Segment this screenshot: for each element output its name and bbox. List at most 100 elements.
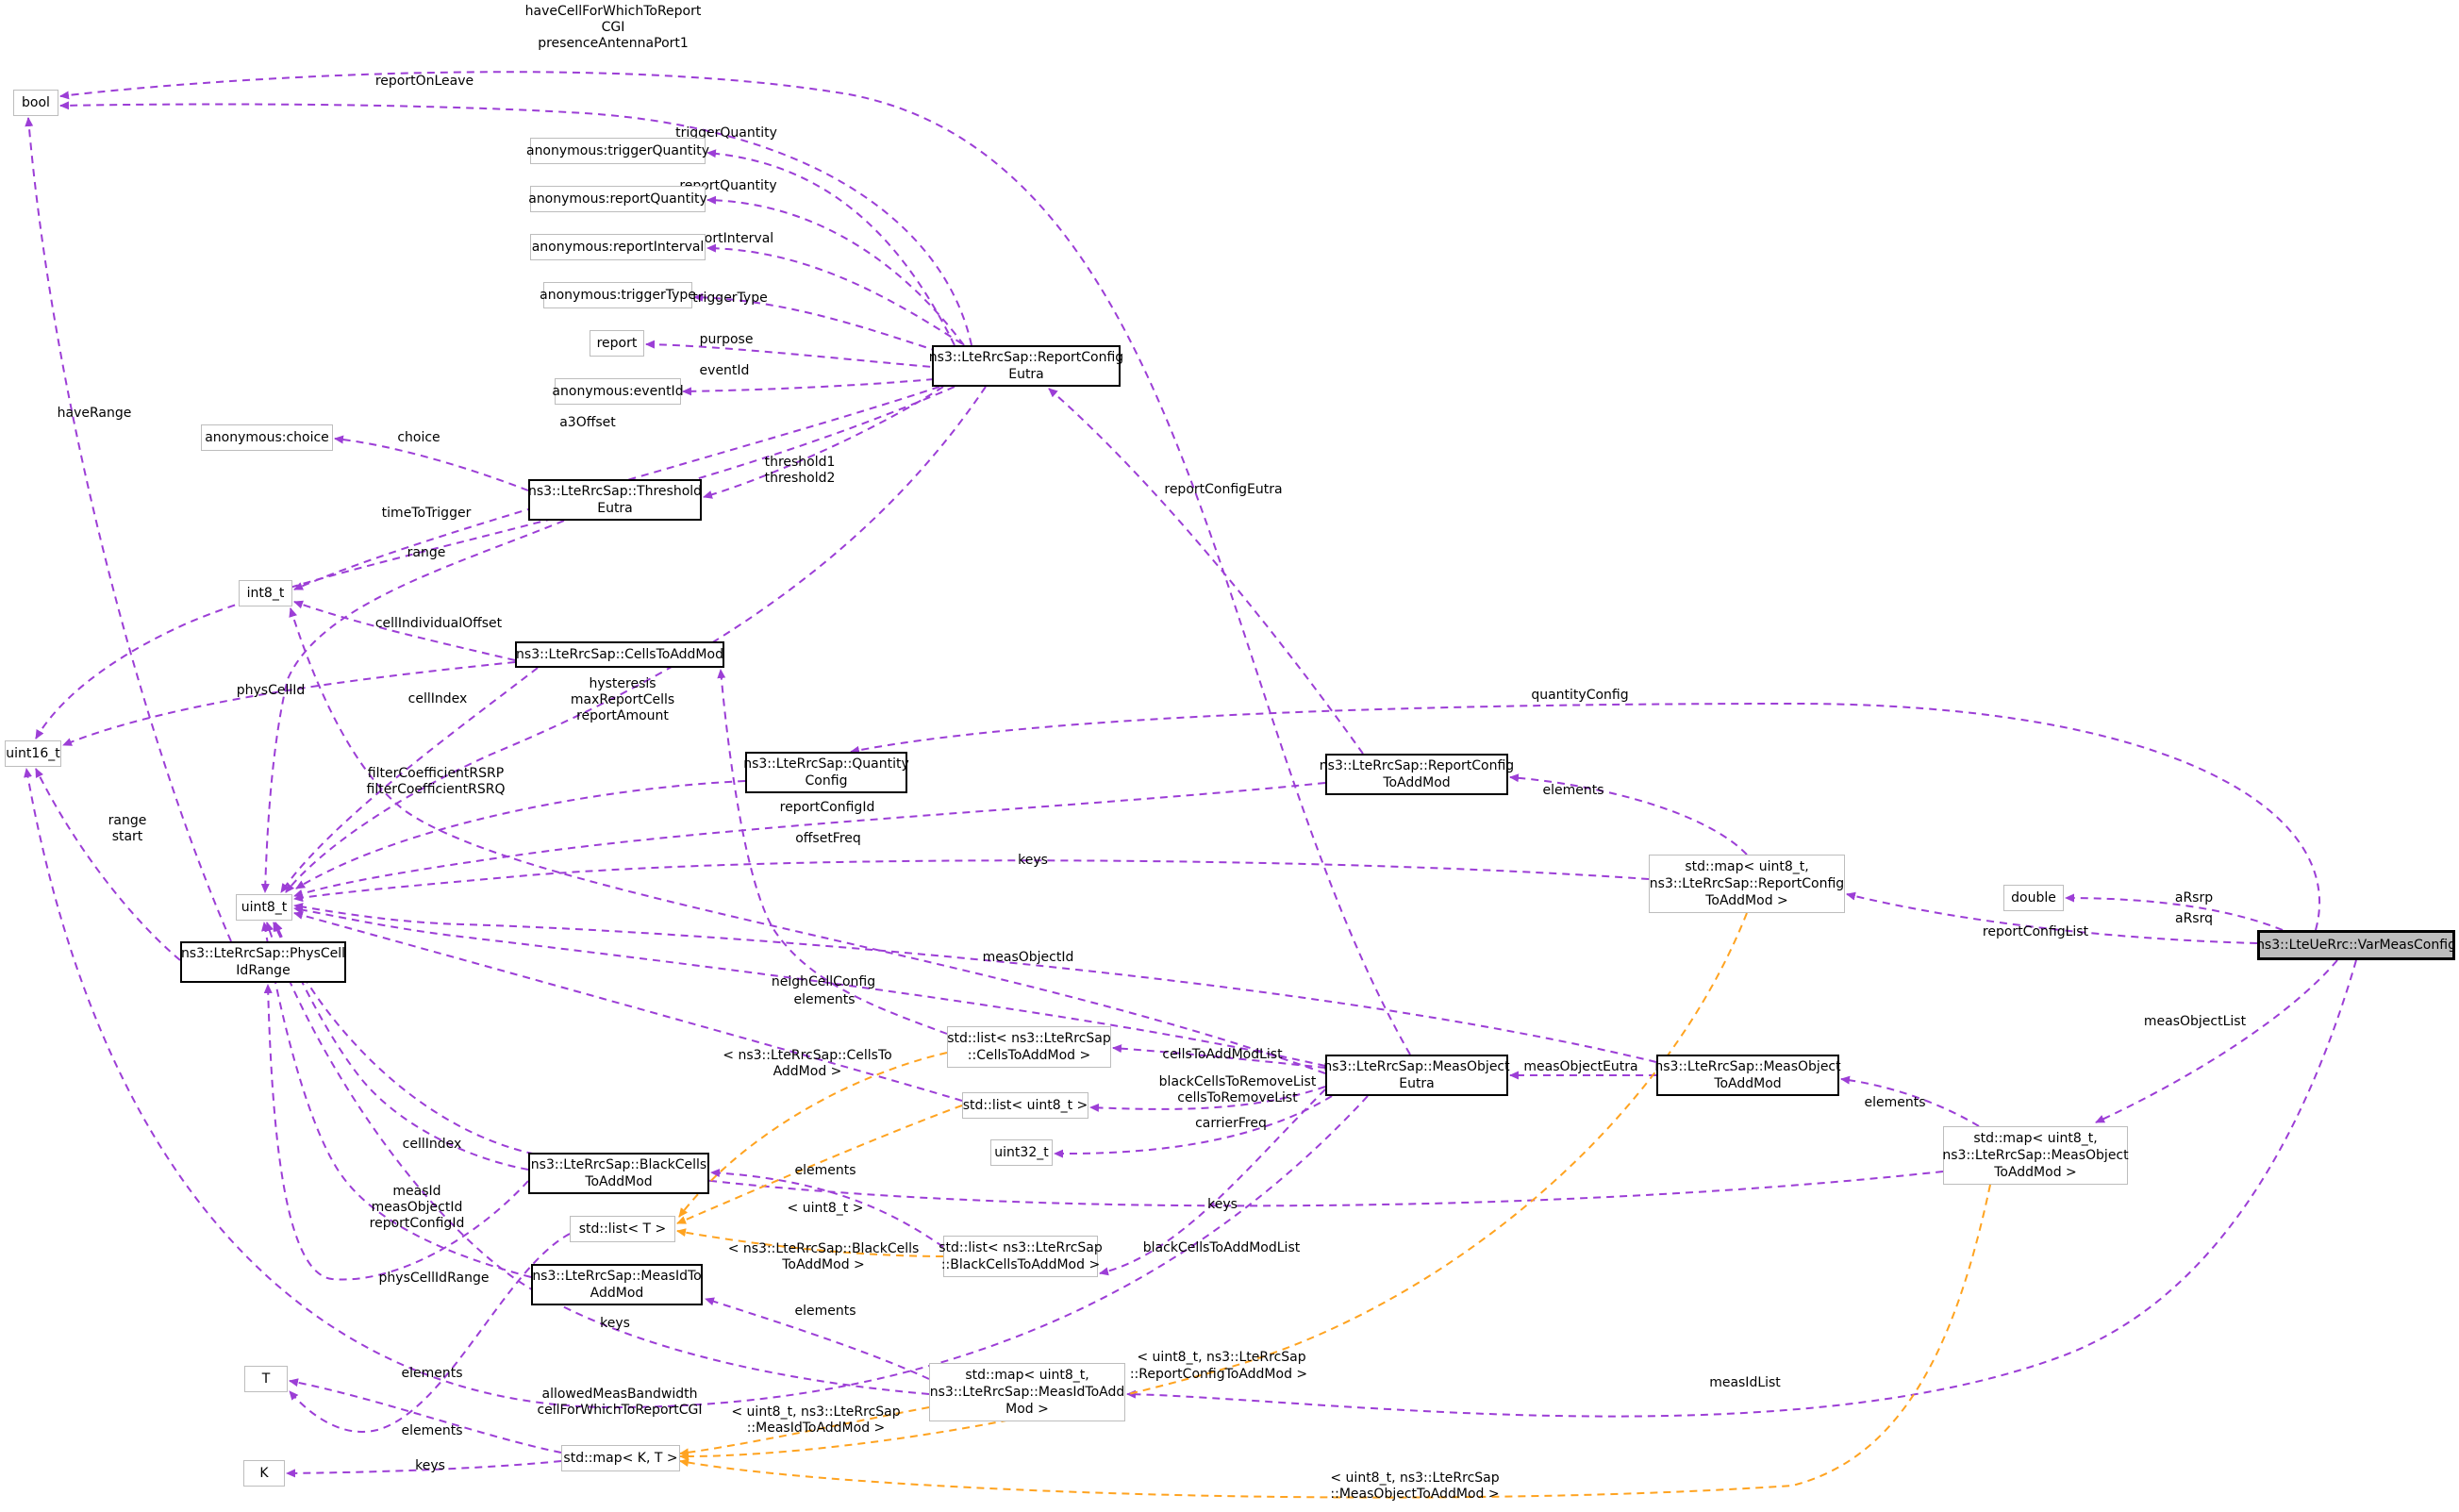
node-label-line: report [596, 335, 638, 351]
node-label-line: std::map< K, T > [563, 1450, 678, 1466]
edge-mapReportConfig-to-mapKT [679, 912, 1748, 1461]
node-label-line: ToAddMod [1383, 775, 1451, 790]
node-label-line: ns3::LteRrcSap::ReportConfig [1649, 875, 1845, 891]
edge-label: cellForWhichToReportCGI [537, 1403, 702, 1418]
edge-label: elements [1864, 1095, 1925, 1110]
edge-label: a3Offset [559, 415, 616, 430]
edge-mapMeasObject-to-measObjectToAddMod [1840, 1075, 1980, 1127]
node-label-line: Config [805, 773, 848, 789]
node-double: double [2003, 885, 2064, 911]
node-label-line: ::CellsToAddMod > [967, 1048, 1091, 1063]
edge-thresholdEutra-to-uint8 [260, 520, 565, 893]
edge-label: filterCoefficientRSRQ [367, 782, 506, 797]
edge-label: < ns3::LteRrcSap::BlackCells [728, 1241, 920, 1256]
edge-label: measObjectId [372, 1200, 463, 1215]
node-listUint8: std::list< uint8_t > [962, 1092, 1088, 1119]
edge-reportConfigToAddMod-to-reportConfigEutra [1048, 388, 1364, 755]
edge-label: reportOnLeave [375, 74, 474, 89]
edge-label: blackCellsToAddModList [1143, 1240, 1301, 1255]
node-int8: int8_t [239, 580, 292, 606]
edge-label: reportConfigList [1983, 924, 2089, 939]
node-cellsToAddMod[interactable]: ns3::LteRrcSap::CellsToAddMod [515, 641, 724, 668]
node-label-line: Eutra [1008, 367, 1044, 382]
node-label-line: ns3::LteRrcSap::Quantity [743, 756, 909, 772]
node-label-line: uint8_t [241, 899, 288, 915]
node-label-line: int8_t [246, 585, 285, 601]
node-label-line: AddMod [590, 1286, 644, 1301]
node-mapKT: std::map< K, T > [561, 1445, 680, 1471]
edge-reportConfigEutra-to-uint16 [35, 386, 955, 739]
node-label-line: ToAddMod > [1994, 1165, 2077, 1181]
node-label-line: std::list< ns3::LteRrcSap [939, 1239, 1103, 1255]
edge-reportConfigEutra-to-int8 [293, 386, 940, 590]
edge-label: threshold1 [765, 455, 836, 470]
edge-mapReportConfig-to-uint8 [293, 859, 1650, 903]
edge-label: reportAmount [576, 708, 669, 723]
edge-cellsToAddMod-to-uint8 [280, 667, 539, 893]
node-report: report [590, 330, 644, 357]
node-anonChoice: anonymous:choice [201, 424, 333, 451]
edge-label: reportConfigEutra [1164, 482, 1282, 497]
edge-measObjectToAddMod-to-uint8 [293, 903, 1657, 1063]
node-label-line: double [2011, 889, 2056, 906]
edge-label: start [112, 829, 143, 844]
node-label-line: ToAddMod [1714, 1076, 1782, 1091]
edge-label: measObjectId [983, 950, 1074, 965]
node-K: K [243, 1460, 285, 1487]
edge-reportConfigEutra-to-uint8 [285, 386, 987, 893]
node-label-line: bool [22, 94, 50, 110]
edge-reportConfigEutra-to-anonReportInterval [706, 243, 974, 352]
node-label-line: anonymous:eventId [552, 383, 684, 399]
edge-label: keys [415, 1458, 445, 1473]
edge-measObjectEutra-to-bool [59, 71, 1411, 1055]
edge-mapKT-to-T [289, 1378, 562, 1454]
node-label-line: Eutra [597, 501, 633, 516]
node-label-line: std::map< uint8_t, [1685, 858, 1809, 874]
edge-label: haveCellForWhichToReport [525, 4, 702, 19]
edge-measObjectEutra-to-uint8 [293, 906, 1326, 1067]
edge-label: elements [793, 992, 855, 1007]
node-label-line: anonymous:reportInterval [531, 239, 705, 255]
node-label-line: ns3::LteRrcSap::CellsToAddMod [516, 646, 723, 662]
edge-varMeasConfig-to-double [2065, 893, 2284, 931]
edge-measObjectEutra-to-listUint8 [1089, 1086, 1326, 1112]
edge-label: CGI [602, 20, 625, 35]
node-label-line: ns3::LteRrcSap::BlackCells [530, 1156, 707, 1172]
node-label-line: std::map< uint8_t, [965, 1367, 1089, 1383]
edge-mapMeasId-to-uint8 [265, 922, 930, 1395]
node-mapMeasId: std::map< uint8_t,ns3::LteRrcSap::MeasId… [929, 1363, 1125, 1421]
edge-label: elements [401, 1366, 462, 1381]
edge-listCells-to-cellsToAddMod [717, 669, 948, 1035]
edge-label: measIdList [1709, 1375, 1781, 1390]
node-anonEventId: anonymous:eventId [552, 378, 684, 405]
edge-mapKT-to-K [286, 1460, 562, 1478]
edge-label: < uint8_t, ns3::LteRrcSap [1137, 1350, 1305, 1365]
edge-label: triggerQuantity [675, 125, 777, 141]
edge-label: measId [392, 1184, 440, 1199]
edge-label: purpose [700, 332, 754, 347]
edge-label: timeToTrigger [382, 506, 472, 521]
edge-thresholdEutra-to-anonChoice [334, 435, 529, 491]
node-label-line: ns3::LteRrcSap::MeasIdToAdd [929, 1384, 1125, 1400]
edge-label: range [407, 545, 446, 560]
node-bool: bool [13, 90, 58, 116]
edge-label: filterCoefficientRSRP [368, 766, 504, 781]
edge-cellsToAddMod-to-uint16 [62, 661, 516, 746]
edge-physCellIdRange-to-uint16 [35, 768, 181, 961]
edge-label: elements [1542, 783, 1603, 798]
edge-label: elements [401, 1423, 462, 1438]
edge-label: neighCellConfig [772, 974, 875, 989]
node-label-line: anonymous:choice [205, 429, 329, 445]
edge-listUint8-to-uint8 [293, 911, 963, 1102]
edge-label: carrierFreq [1195, 1116, 1267, 1131]
